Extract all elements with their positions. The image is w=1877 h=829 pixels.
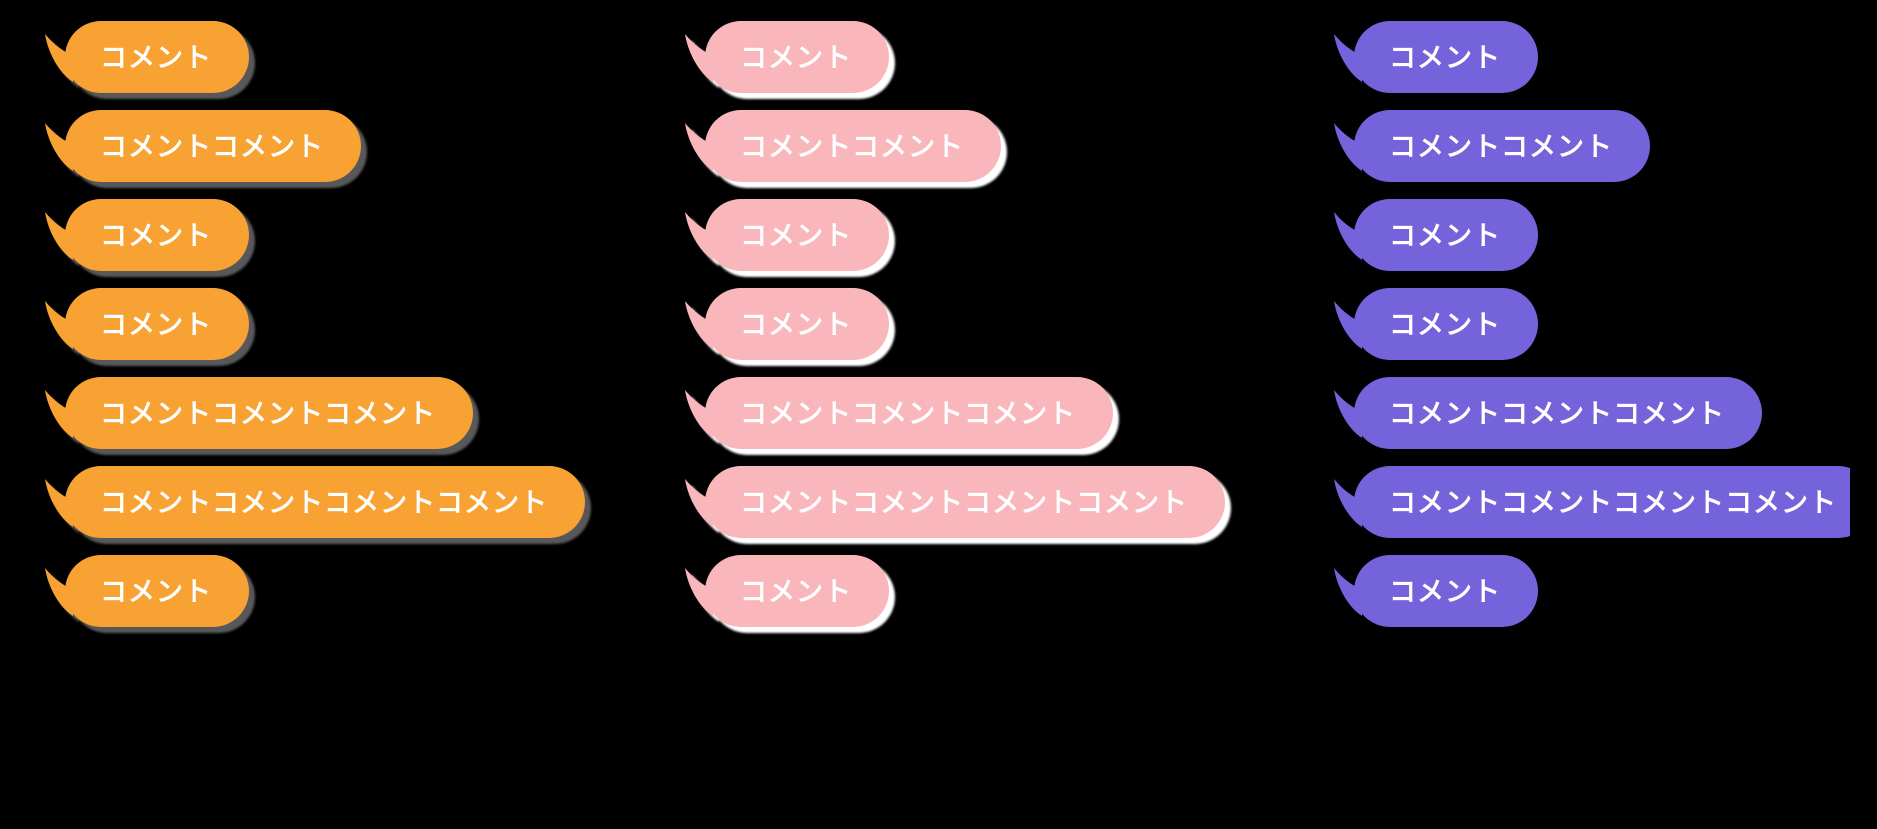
bubble-tail-icon [45,479,73,527]
comment-bubble: コメントコメント [1334,110,1650,182]
comment-bubble: コメントコメントコメントコメント [45,466,585,538]
comment-bubble: コメント [45,21,249,93]
bubble-tail-icon [45,301,73,349]
bubble-tail-icon [45,390,73,438]
bubble-tail-icon [1334,390,1362,438]
comment-bubble: コメント [685,288,889,360]
comment-label: コメント [1389,42,1501,74]
comment-label: コメントコメントコメントコメント [100,487,548,519]
bubble-tail-icon [45,568,73,616]
comment-bubble: コメント [1334,199,1538,271]
comment-label: コメントコメント [100,131,324,163]
comment-label: コメントコメント [740,131,964,163]
bubble-tail-icon [685,212,713,260]
comment-label: コメント [1389,220,1501,252]
comment-label: コメント [740,309,852,341]
comment-bubble: コメントコメントコメントコメント [1334,466,1850,538]
comment-label: コメント [740,42,852,74]
bubble-tail-icon [1334,568,1362,616]
comment-label: コメント [100,309,212,341]
bubble-tail-icon [1334,123,1362,171]
comment-label: コメント [100,42,212,74]
comment-bubble: コメント [45,555,249,627]
comment-bubble: コメントコメントコメント [1334,377,1762,449]
purple-comment-column: コメント コメントコメント コメント コメント コメントコメントコメント コメン… [1334,21,1850,627]
comment-bubble: コメント [1334,288,1538,360]
comment-label: コメントコメントコメント [740,398,1076,430]
comment-label: コメントコメント [1389,131,1613,163]
bubble-tail-icon [685,390,713,438]
bubble-tail-icon [1334,479,1362,527]
orange-comment-column: コメント コメントコメント コメント コメント コメントコメントコメント コメン… [45,21,585,627]
comment-bubble: コメントコメントコメント [685,377,1113,449]
comment-label: コメント [1389,576,1501,608]
bubble-tail-icon [45,34,73,82]
bubble-tail-icon [685,301,713,349]
comment-bubble: コメントコメントコメント [45,377,473,449]
comment-bubble: コメント [1334,21,1538,93]
bubble-tail-icon [1334,212,1362,260]
comment-label: コメント [100,220,212,252]
bubble-tail-icon [685,568,713,616]
comment-label: コメント [740,576,852,608]
comment-label: コメントコメントコメントコメント [1389,487,1837,519]
comment-bubble: コメントコメント [45,110,361,182]
bubble-tail-icon [45,123,73,171]
comment-label: コメント [100,576,212,608]
comment-bubble: コメント [685,21,889,93]
bubble-tail-icon [45,212,73,260]
comment-bubble: コメント [45,199,249,271]
bubble-tail-icon [1334,34,1362,82]
comment-label: コメントコメントコメント [100,398,436,430]
bubble-tail-icon [685,479,713,527]
comment-bubble: コメント [685,555,889,627]
comment-label: コメントコメントコメントコメント [740,487,1188,519]
bubble-tail-icon [685,123,713,171]
comment-bubble: コメント [685,199,889,271]
bubble-tail-icon [1334,301,1362,349]
bubble-tail-icon [685,34,713,82]
comment-label: コメントコメントコメント [1389,398,1725,430]
comment-bubble: コメント [1334,555,1538,627]
comment-label: コメント [740,220,852,252]
pink-comment-column: コメント コメントコメント コメント コメント コメントコメントコメント コメン… [685,21,1225,627]
comment-bubble: コメントコメントコメントコメント [685,466,1225,538]
comment-bubble: コメントコメント [685,110,1001,182]
comment-bubble: コメント [45,288,249,360]
comment-label: コメント [1389,309,1501,341]
